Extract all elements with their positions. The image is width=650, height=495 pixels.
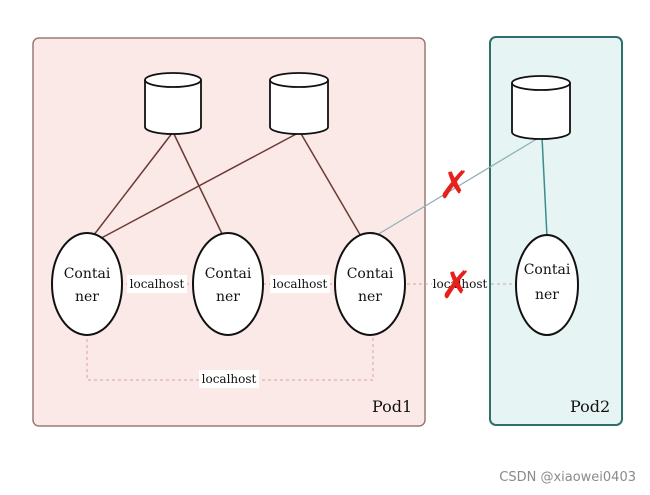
link-c1-c3-bottom: [86, 333, 374, 381]
volume-2: [269, 72, 329, 135]
volume-link-v2-c3: [299, 131, 363, 239]
watermark: CSDN @xiaowei0403: [499, 470, 636, 485]
container-1: Contai ner: [51, 232, 123, 336]
volume-link-v3-c3: [371, 136, 541, 239]
volume-3: [511, 75, 571, 140]
container-1-label-line2: ner: [75, 289, 99, 305]
container-2-label-line2: ner: [216, 289, 240, 305]
container-4-label-line2: ner: [535, 287, 559, 303]
link-label-c2-c3: localhost: [273, 277, 328, 291]
container-2-label-line1: Contai: [205, 266, 252, 282]
pod1-box: [32, 37, 426, 427]
container-3: Contai ner: [334, 232, 406, 336]
volume-link-v3-c4: [541, 136, 548, 238]
link-label-c3-c4: localhost: [433, 277, 488, 291]
blocked-mark-localhost: ✗: [440, 263, 472, 307]
volume-links: [89, 131, 548, 244]
pod1-label: Pod1: [372, 397, 412, 416]
container-4-label-line1: Contai: [524, 262, 571, 278]
container-3-label-line1: Contai: [347, 266, 394, 282]
link-label-c1-c2: localhost: [130, 277, 185, 291]
container-4: Contai ner: [515, 234, 579, 336]
pod2-label: Pod2: [570, 397, 610, 416]
container-3-label-line2: ner: [358, 289, 382, 305]
volume-1: [144, 72, 202, 135]
link-label-c1-c3: localhost: [202, 372, 257, 386]
volume-link-v2-c1: [91, 131, 301, 244]
container-1-label-line1: Contai: [64, 266, 111, 282]
blocked-mark-volume: ✗: [438, 163, 470, 207]
volume-link-v1-c1: [89, 131, 174, 241]
container-2: Contai ner: [192, 232, 264, 336]
